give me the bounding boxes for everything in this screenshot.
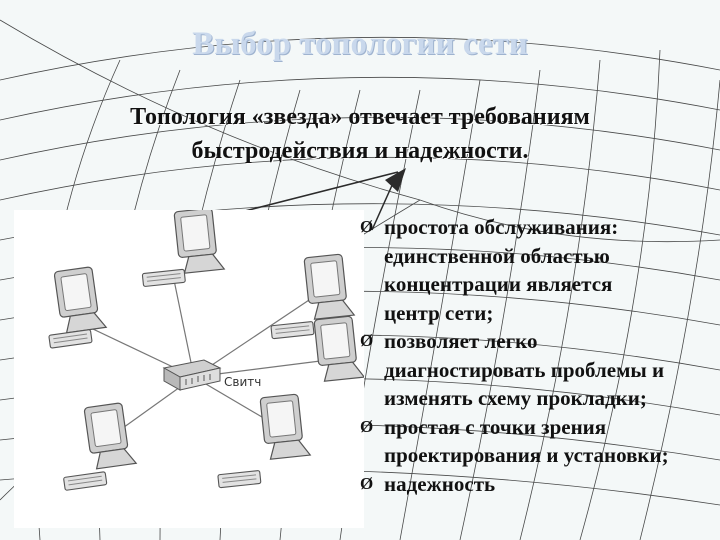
bullet-item: Ø простая с точки зрения проектирования …	[358, 413, 718, 470]
arrow-bullet-icon: Ø	[360, 473, 374, 493]
star-topology-diagram: Свитч	[14, 210, 364, 528]
bullet-line: концентрации является	[384, 272, 613, 296]
switch-icon	[162, 359, 222, 391]
bullet-line: диагностировать проблемы и	[384, 357, 665, 382]
bullet-item: Ø простота обслуживания: единственной об…	[358, 213, 718, 327]
computer-right	[313, 314, 364, 383]
switch-label: Свитч	[224, 375, 261, 389]
bullet-item: Ø надежность	[358, 470, 718, 499]
slide-title: Выбор топологии сети	[192, 26, 528, 62]
slide-subtitle: Топология «звезда» отвечает требованиям …	[60, 100, 660, 168]
bullet-line: изменять схему прокладки;	[384, 386, 647, 410]
arrow-bullet-icon: Ø	[360, 416, 374, 436]
computer-bottom-left	[62, 401, 137, 491]
subtitle-line: Топология «звезда» отвечает требованиям	[130, 104, 590, 130]
bullet-line: проектирования и установки;	[384, 443, 669, 467]
arrow-bullet-icon: Ø	[360, 331, 374, 350]
bullet-line: единственной областью	[384, 243, 610, 268]
arrow-bullet-icon: Ø	[360, 217, 374, 236]
bullet-line: надежность	[384, 471, 496, 496]
bullet-line: простота обслуживания:	[384, 215, 619, 239]
bullet-line: простая с точки зрения	[384, 414, 607, 439]
bullet-line: центр сети;	[384, 300, 494, 325]
computer-top-left	[48, 265, 107, 349]
bullet-item: Ø позволяет легко диагностировать пробле…	[358, 327, 718, 413]
computer-top	[141, 210, 225, 288]
computer-bottom-right	[217, 392, 311, 489]
bullet-line: позволяет легко	[384, 329, 538, 353]
subtitle-line: быстродействия и надежности.	[191, 138, 529, 164]
bullet-list: Ø простота обслуживания: единственной об…	[358, 213, 718, 498]
